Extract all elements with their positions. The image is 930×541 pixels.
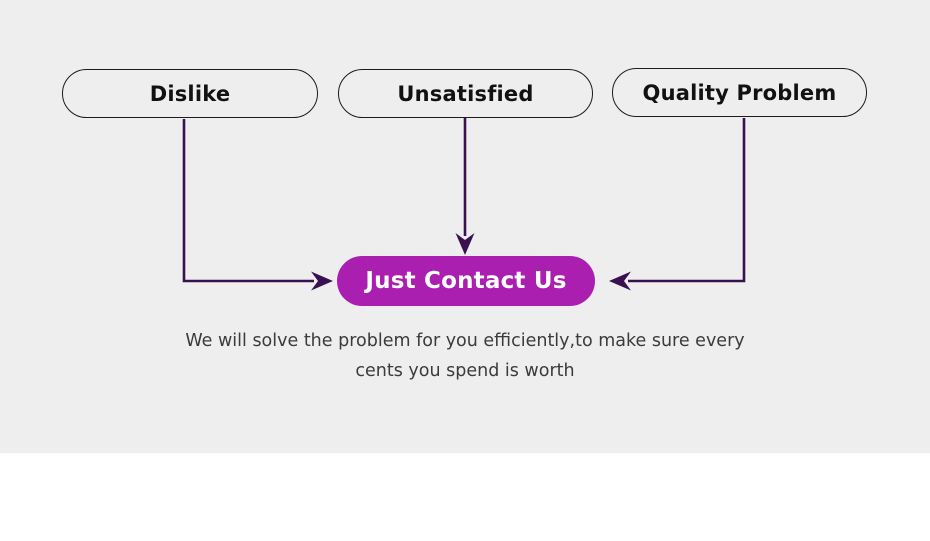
pill-quality-problem-label: Quality Problem <box>642 80 837 105</box>
just-contact-us-label: Just Contact Us <box>365 268 567 294</box>
description-line-1: We will solve the problem for you effici… <box>185 331 745 351</box>
pill-dislike: Dislike <box>62 69 318 118</box>
pill-dislike-label: Dislike <box>149 81 231 106</box>
description-text: We will solve the problem for you effici… <box>0 326 930 386</box>
pill-unsatisfied: Unsatisfied <box>338 69 593 118</box>
pill-unsatisfied-label: Unsatisfied <box>397 81 534 106</box>
description-line-2: cents you spend is worth <box>355 361 575 381</box>
pill-quality-problem: Quality Problem <box>612 68 867 117</box>
just-contact-us-button[interactable]: Just Contact Us <box>337 256 595 306</box>
